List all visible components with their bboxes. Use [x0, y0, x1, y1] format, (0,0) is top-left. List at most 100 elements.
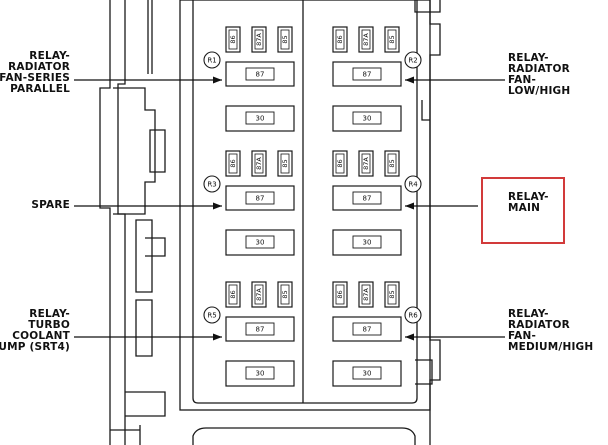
pin-label-87: 87 [256, 195, 265, 203]
housing-left-channel [147, 0, 153, 74]
arrow-r2 [405, 76, 505, 84]
housing-left-clip [149, 129, 166, 173]
pin-label-85: 85 [281, 290, 289, 298]
relay-id-label: R6 [408, 312, 418, 320]
pin-slot-inner [228, 29, 238, 50]
terminal-30-socket [332, 360, 402, 387]
arrow-r3 [74, 202, 222, 210]
terminal-30-inner [352, 111, 382, 125]
pin-slot-87A [358, 150, 374, 177]
pin-slot-inner [254, 153, 264, 174]
terminal-87-inner [352, 191, 382, 205]
label-relay-radiator-fan-medium-high: RELAY- RADIATOR FAN- MEDIUM/HIGH [508, 308, 594, 353]
arrow-head [213, 76, 222, 84]
pin-slot-inner [254, 29, 264, 50]
relay-id-circle [404, 51, 422, 69]
terminal-30-inner [352, 366, 382, 380]
housing-right-notch-top [414, 0, 441, 13]
pin-label-86: 86 [336, 159, 344, 167]
housing-right-slot [421, 100, 430, 121]
pin-label-87: 87 [256, 326, 265, 334]
housing-left-bottom [110, 391, 166, 445]
pin-slot-inner [387, 29, 397, 50]
pin-label-86: 86 [229, 35, 237, 43]
terminal-30-socket [332, 105, 402, 132]
pin-label-87A: 87A [255, 33, 263, 46]
arrow-r5 [74, 333, 222, 341]
terminal-30-inner [245, 235, 275, 249]
terminal-87-socket [225, 185, 295, 211]
pin-slot-inner [361, 284, 371, 305]
housing-left-slot-b [135, 299, 153, 357]
pin-slot-inner [280, 29, 290, 50]
housing-left-rail-inner [117, 0, 126, 445]
label-relay-radiator-fan-low-high: RELAY- RADIATOR FAN- LOW/HIGH [508, 52, 571, 97]
terminal-30-socket [225, 105, 295, 132]
pin-label-86: 86 [336, 35, 344, 43]
pin-label-30: 30 [256, 239, 265, 247]
housing-right-notch-bottom [415, 359, 433, 385]
relay-r6: 86 87A 85 87 30 R6 [332, 281, 422, 387]
pin-slot-inner [335, 29, 345, 50]
pin-slot-inner [335, 153, 345, 174]
pin-slot-86 [225, 26, 241, 53]
relay-id-circle [404, 306, 422, 324]
pin-label-86: 86 [336, 290, 344, 298]
pin-slot-85 [277, 150, 293, 177]
pin-label-87: 87 [363, 326, 372, 334]
terminal-87-socket [332, 316, 402, 342]
pin-label-85: 85 [388, 159, 396, 167]
pin-label-30: 30 [363, 370, 372, 378]
relay-id-label: R4 [408, 181, 418, 189]
pin-label-87A: 87A [255, 288, 263, 301]
pin-label-85: 85 [281, 159, 289, 167]
housing-left-bracket [113, 87, 156, 215]
terminal-87-inner [245, 322, 275, 336]
pin-label-30: 30 [363, 115, 372, 123]
pin-label-85: 85 [388, 290, 396, 298]
arrow-r6 [405, 333, 505, 341]
pin-slot-85 [384, 281, 400, 308]
pin-label-87: 87 [363, 71, 372, 79]
relay-id-label: R2 [408, 57, 417, 65]
pin-slot-inner [361, 153, 371, 174]
pin-slot-87A [251, 26, 267, 53]
terminal-30-inner [245, 366, 275, 380]
terminal-30-inner [245, 111, 275, 125]
pin-slot-inner [280, 153, 290, 174]
pin-slot-87A [251, 281, 267, 308]
relay-id-circle [203, 51, 221, 69]
terminal-87-socket [332, 61, 402, 87]
housing-left-tab [145, 237, 166, 257]
label-relay-radiator-fan-series-parallel: RELAY- RADIATOR FAN-SERIES PARALLEL [0, 50, 70, 95]
terminal-30-socket [332, 229, 402, 256]
pin-label-87: 87 [363, 195, 372, 203]
pin-slot-87A [358, 26, 374, 53]
fuse-panel-inner-border [192, 0, 418, 404]
relay-id-circle [404, 175, 422, 193]
pin-label-87A: 87A [255, 157, 263, 170]
pin-slot-86 [225, 150, 241, 177]
pin-label-87A: 87A [362, 288, 370, 301]
terminal-30-inner [352, 235, 382, 249]
housing-left-rail [99, 0, 111, 445]
pin-slot-85 [277, 281, 293, 308]
pin-label-85: 85 [388, 35, 396, 43]
callout-arrows [74, 76, 505, 341]
pin-slot-87A [358, 281, 374, 308]
housing-left-slot-a [135, 219, 153, 293]
relay-id-label: R5 [207, 312, 216, 320]
arrow-r4 [405, 202, 478, 210]
terminal-87-inner [245, 191, 275, 205]
arrow-head [405, 333, 414, 341]
pin-slot-inner [228, 284, 238, 305]
pin-label-87A: 87A [362, 157, 370, 170]
terminal-30-socket [225, 229, 295, 256]
